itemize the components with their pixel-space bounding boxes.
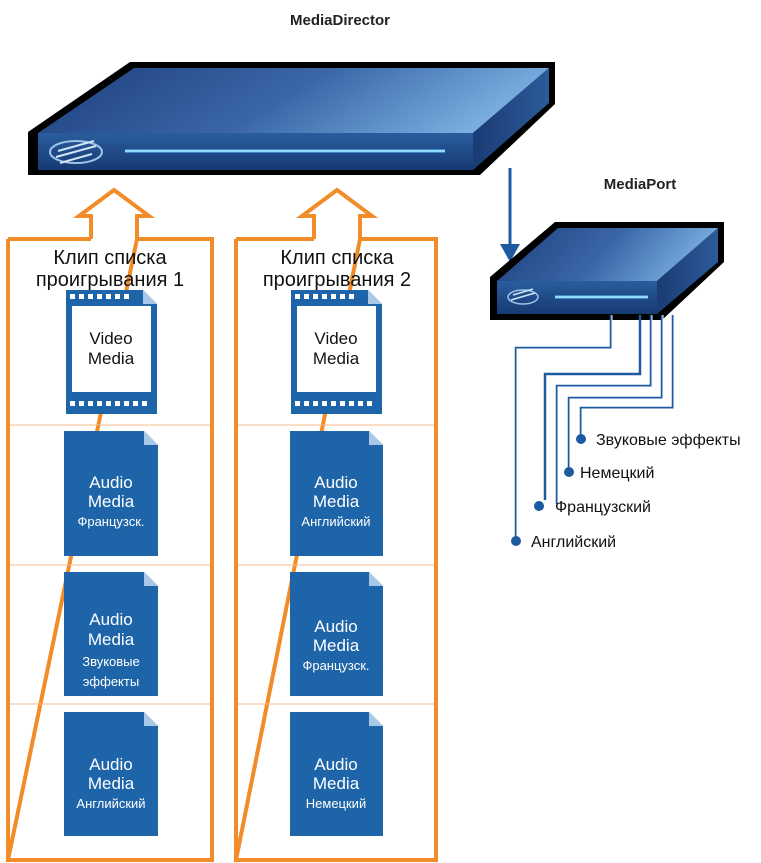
file-line2: Media: [313, 492, 360, 511]
file-language: Немецкий: [306, 796, 366, 811]
file-language: Английский: [301, 514, 370, 529]
playlist-2-title-line2: проигрывания 2: [263, 269, 411, 291]
director-to-port-arrow: [500, 168, 520, 262]
media-port-device: [490, 222, 724, 320]
file-line2: Media: [88, 774, 135, 793]
output-label: Английский: [531, 534, 616, 551]
output-english: Английский: [511, 534, 616, 551]
audio-file-icon: Audio Media Звуковые эффекты: [64, 572, 158, 696]
output-sound-effects: Звуковые эффекты: [576, 432, 741, 449]
file-line1: Audio: [314, 755, 357, 774]
file-language: Французск.: [77, 514, 144, 529]
director-logo-icon: [49, 140, 103, 164]
playlist-1-title-line1: Клип списка: [53, 247, 167, 269]
file-line2: Media: [313, 349, 360, 368]
output-french: Французский: [534, 499, 651, 516]
file-language: Английский: [76, 796, 145, 811]
video-file-icon: Video Media: [66, 290, 157, 414]
audio-file-icon: Audio Media Французск.: [290, 572, 383, 696]
audio-file-icon: Audio Media Английский: [64, 712, 158, 836]
file-language-2: эффекты: [83, 674, 139, 689]
media-director-device: [28, 62, 555, 175]
playlist-2-up-arrow: [295, 187, 379, 239]
file-line2: Media: [88, 349, 135, 368]
output-label: Звуковые эффекты: [596, 432, 741, 449]
playlist-1: Клип списка проигрывания 1 Video Media A…: [5, 187, 214, 862]
output-wire-frame: [516, 315, 675, 539]
file-line1: Audio: [314, 473, 357, 492]
video-file-icon: Video Media: [291, 290, 382, 414]
file-line1: Audio: [89, 755, 132, 774]
media-port-title: MediaPort: [604, 176, 677, 193]
audio-file-icon: Audio Media Немецкий: [290, 712, 383, 836]
port-logo-icon: [507, 288, 539, 305]
file-line1: Audio: [314, 617, 357, 636]
file-line1: Video: [89, 329, 132, 348]
output-german: Немецкий: [564, 465, 654, 482]
file-line1: Audio: [89, 473, 132, 492]
media-director-title: MediaDirector: [290, 12, 390, 29]
playlist-2-title-line1: Клип списка: [280, 247, 394, 269]
file-line1: Video: [314, 329, 357, 348]
file-line2: Media: [313, 636, 360, 655]
playlist-1-border: [5, 237, 214, 862]
file-line1: Audio: [89, 610, 132, 629]
playlist-2: Клип списка проигрывания 2 Video Media A…: [233, 187, 438, 862]
audio-file-icon: Audio Media Французск.: [64, 431, 158, 556]
playlist-1-up-arrow: [72, 187, 156, 239]
file-line2: Media: [88, 630, 135, 649]
audio-file-icon: Audio Media Английский: [290, 431, 383, 556]
file-line2: Media: [88, 492, 135, 511]
file-language: Звуковые: [82, 654, 140, 669]
playlist-2-border: [233, 237, 438, 862]
output-label: Немецкий: [580, 465, 654, 482]
playlist-1-title-line2: проигрывания 1: [36, 269, 184, 291]
file-language: Французск.: [302, 658, 369, 673]
output-label: Французский: [555, 499, 651, 516]
output-wires: [514, 315, 675, 539]
file-line2: Media: [313, 774, 360, 793]
